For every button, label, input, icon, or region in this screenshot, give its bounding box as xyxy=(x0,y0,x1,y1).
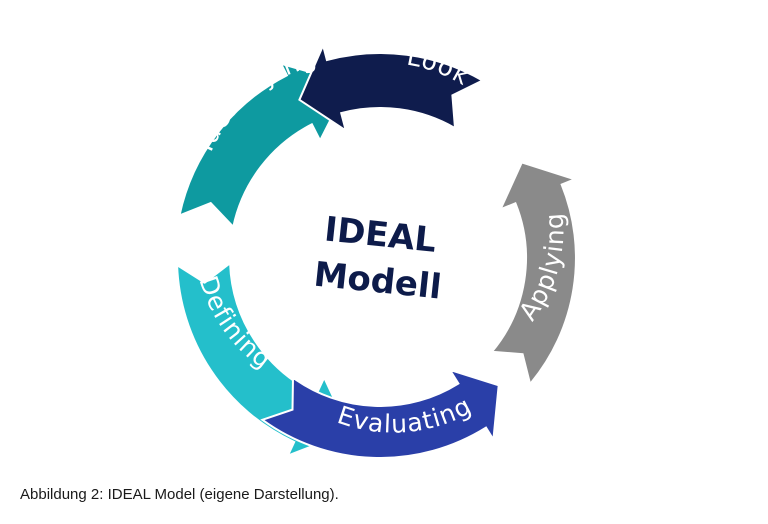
stage-arrow-evaluating xyxy=(260,368,500,460)
stage-arrow-applying xyxy=(489,161,578,387)
center-title-ideal: IDEAL xyxy=(323,209,439,260)
figure-caption: Abbildung 2: IDEAL Model (eigene Darstel… xyxy=(20,486,339,503)
center-title-modell: Modell xyxy=(312,255,443,308)
stage-arrow-look-back xyxy=(298,42,485,133)
ideal-cycle-diagram: Identifying Defining Evaluating Applying… xyxy=(177,42,578,460)
